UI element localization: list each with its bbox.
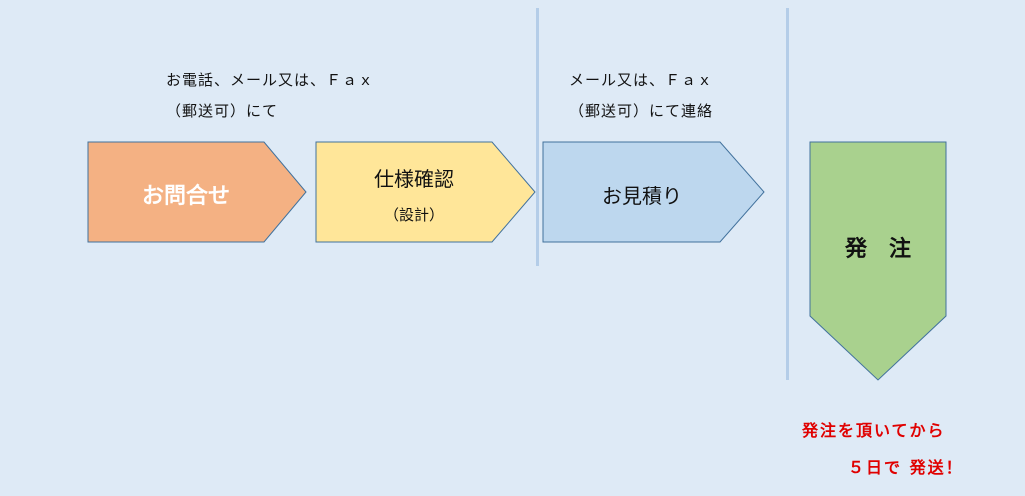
estimate-label: お見積り: [602, 184, 682, 208]
order-arrow: [809, 141, 947, 381]
divider-right: [786, 8, 789, 380]
contact-caption-line2: （郵送可）にて: [166, 102, 279, 120]
spec-arrow: [315, 141, 536, 243]
spec-label: 仕様確認: [374, 167, 454, 191]
spec-sublabel: （設計）: [383, 206, 444, 224]
inquiry-label: お問合せ: [141, 184, 230, 209]
divider-left: [536, 8, 539, 266]
order-label: 発 注: [844, 237, 911, 262]
estimate-arrow: [542, 141, 765, 243]
inquiry-arrow: [87, 141, 307, 243]
contact-caption-line1: お電話、メール又は、Ｆａｘ: [166, 71, 375, 89]
lead-time-note-line2: ５日で 発送！: [848, 458, 964, 477]
lead-time-note-line1: 発注を頂いてから: [802, 421, 946, 440]
estimate-caption-line1: メール又は、Ｆａｘ: [569, 71, 714, 89]
estimate-caption-line2: （郵送可）にて連絡: [569, 102, 714, 120]
